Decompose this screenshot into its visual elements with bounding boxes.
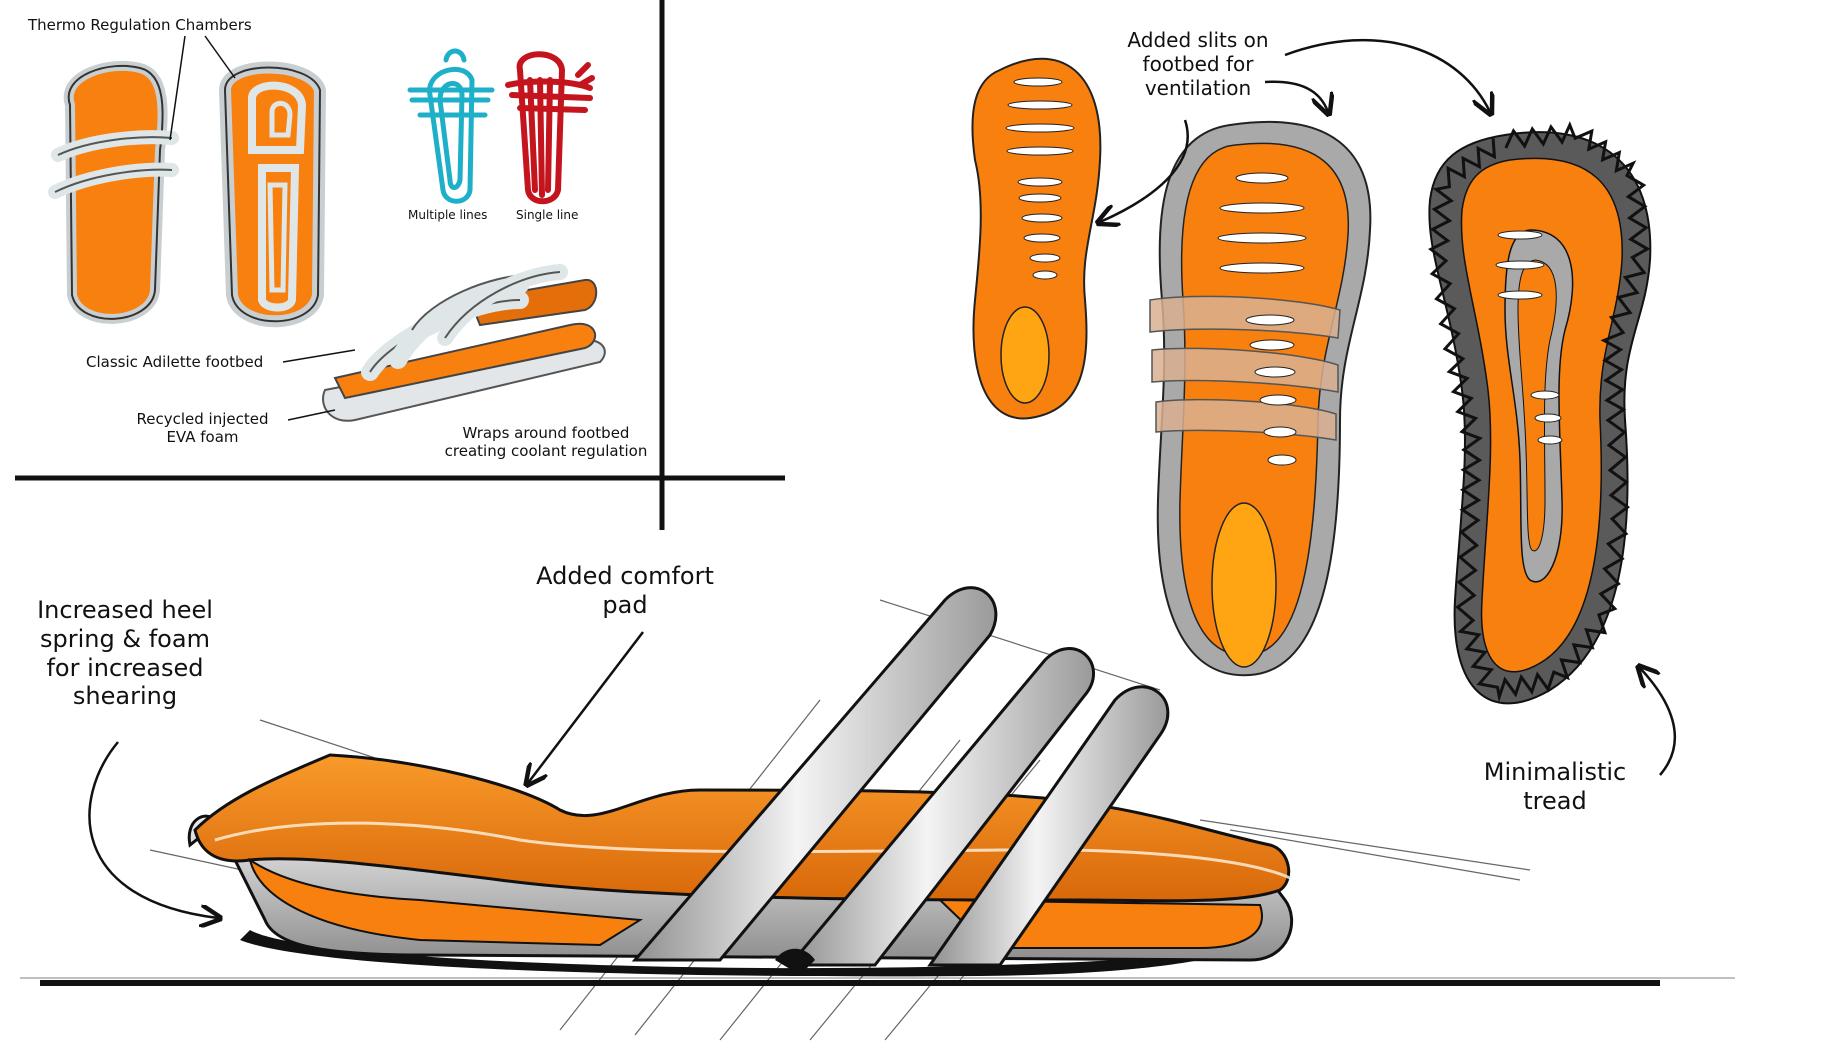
vent-slit [1032, 270, 1058, 280]
label-recycled-eva: Recycled injected EVA foam [120, 410, 285, 446]
vent-slit [1219, 202, 1305, 214]
label-slits-line1: Added slits on [1127, 28, 1269, 52]
vent-slit [1254, 366, 1296, 378]
label-comfort-line2: pad [602, 590, 648, 619]
vent-slit [1245, 314, 1295, 326]
vent-slit [1537, 435, 1563, 445]
tread-footbed [1428, 121, 1652, 705]
vent-slit [1005, 123, 1075, 133]
label-wraps-around-footbed: Wraps around footbed creating coolant re… [442, 424, 650, 460]
side-view-arrows [88, 631, 644, 918]
label-recycled-line1: Recycled injected [136, 410, 269, 428]
label-classic-adilette-footbed: Classic Adilette footbed [86, 353, 264, 371]
side-view-slide [40, 586, 1660, 986]
vent-slit [1495, 260, 1545, 270]
vent-slit [1497, 290, 1543, 300]
label-single-line: Single line [516, 208, 579, 222]
single-line-sample [505, 51, 595, 205]
top-right-arrows [1100, 38, 1677, 776]
vent-slit [1219, 262, 1305, 274]
label-wraps-line2: creating coolant regulation [444, 442, 648, 460]
label-increased-heel: Increased heel spring & foam for increas… [30, 596, 220, 711]
vent-slit [1013, 77, 1063, 87]
label-added-slits: Added slits on footbed for ventilation [1118, 28, 1278, 100]
label-slits-line2: footbed for [1142, 52, 1254, 76]
vent-slit [1263, 426, 1297, 438]
label-heel-line3: for increased [46, 653, 204, 682]
vent-slit [1018, 193, 1062, 203]
vent-slit [1534, 413, 1562, 423]
vent-slit [1007, 100, 1073, 110]
vent-slit [1249, 339, 1295, 351]
vent-slit [1217, 232, 1307, 244]
multiple-lines-sample [407, 48, 495, 204]
top-left-leaders [169, 35, 356, 421]
label-slits-line3: ventilation [1144, 76, 1252, 100]
vent-slit [1006, 146, 1074, 156]
label-added-comfort-pad: Added comfort pad [535, 562, 715, 620]
label-heel-line4: shearing [72, 682, 178, 711]
classic-footbed-3q-view [322, 264, 606, 422]
label-minimalistic-tread: Minimalistic tread [1480, 758, 1630, 816]
label-wraps-line1: Wraps around footbed [462, 424, 630, 442]
label-heel-line2: spring & foam [40, 624, 210, 653]
label-comfort-line1: Added comfort [536, 562, 714, 590]
vent-slit [1017, 177, 1063, 187]
vent-slit [1021, 213, 1063, 223]
chamber-footbed-topview [218, 61, 327, 328]
vent-slit [1023, 233, 1061, 243]
vent-slit [1267, 454, 1297, 466]
vent-slit [1029, 253, 1061, 263]
label-thermo-regulation-chambers: Thermo Regulation Chambers [28, 16, 252, 34]
label-multiple-lines: Multiple lines [408, 208, 488, 222]
slits-row-plain [1005, 77, 1075, 280]
label-tread-line1: Minimalistic [1483, 758, 1627, 786]
slits-row-strapped [1217, 172, 1307, 466]
label-tread-line2: tread [1523, 786, 1587, 815]
label-heel-line1: Increased heel [37, 596, 213, 624]
vent-slit [1530, 390, 1560, 400]
vent-slit [1259, 394, 1297, 406]
vent-slit [1497, 230, 1543, 240]
classic-footbed-topview [48, 60, 179, 324]
vent-slit [1235, 172, 1289, 184]
frame-lines [15, 0, 785, 530]
slits-row-tread [1495, 230, 1563, 445]
label-recycled-line2: EVA foam [166, 428, 239, 446]
